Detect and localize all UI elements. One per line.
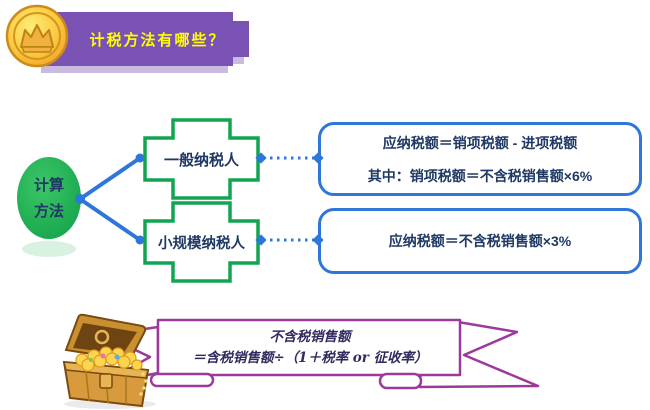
root-label-line2: 方法 [33, 203, 64, 220]
ribbon-right-curl [378, 372, 423, 390]
connector-dots [75, 153, 145, 245]
crown-icon [20, 24, 54, 48]
banner-shape [30, 12, 249, 66]
ribbon-left-curl [149, 372, 215, 388]
formula-box-small-scale-taxpayer: 应纳税额＝不含税销售额×3% [318, 208, 642, 274]
formula-box-general-taxpayer: 应纳税额＝销项税额 - 进项税额 其中：销项税额＝不含税销售额×6% [318, 122, 642, 196]
ribbon-note-line2: ＝含税销售额÷（1＋税率 or 征收率） [192, 350, 428, 366]
ribbon-note: 不含税销售额 ＝含税销售额÷（1＋税率 or 征收率） [160, 323, 460, 373]
ribbon-banner-shape [102, 318, 540, 390]
root-node-label: 计算 方法 [17, 171, 81, 227]
ribbon-body [156, 318, 462, 377]
coin-medal-icon [5, 4, 69, 68]
slide-title: 计税方法有哪些？ [89, 31, 226, 49]
treasure-chest-icon [62, 313, 156, 409]
formula-line: 应纳税额＝不含税销售额×3% [388, 233, 572, 249]
branch-connectors [78, 156, 142, 242]
dotted-connectors [263, 156, 315, 242]
root-node-shape [17, 157, 81, 257]
ribbon-note-line1: 不含税销售额 [269, 329, 351, 345]
formula-line: 应纳税额＝销项税额 - 进项税额 [382, 134, 578, 151]
branch-label-small-scale-taxpayer: 小规模纳税人 [158, 235, 245, 252]
branch-label-general-taxpayer: 一般纳税人 [163, 151, 239, 169]
branch-node-general-taxpayer-shape [143, 118, 260, 200]
formula-line: 其中：销项税额＝不含税销售额×6% [367, 167, 593, 184]
root-label-line1: 计算 [33, 177, 64, 194]
dotted-connector-diamonds [255, 152, 324, 246]
branch-node-small-scale-taxpayer-shape [143, 201, 260, 283]
header-banner [25, 12, 249, 73]
